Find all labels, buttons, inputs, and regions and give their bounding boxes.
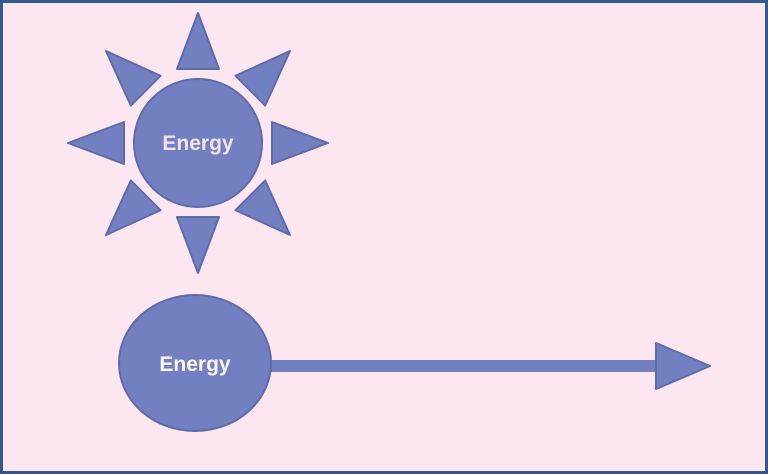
sun-rays	[67, 12, 329, 274]
sun-ray-icon	[105, 179, 162, 236]
sun-ray-icon	[271, 121, 329, 165]
arrow-head-icon	[655, 342, 711, 390]
sun-ray-icon	[234, 179, 291, 236]
sun-ray-icon	[105, 50, 162, 107]
energy-source-label: Energy	[159, 353, 231, 376]
energy-source-ellipse	[118, 294, 272, 432]
sun-label: Energy	[162, 132, 234, 155]
energy-flow-shape: Energy	[118, 294, 711, 432]
sun-shape: Energy	[67, 12, 329, 274]
sun-circle	[133, 78, 263, 208]
sun-ray-icon	[176, 216, 220, 274]
sun-ray-icon	[176, 12, 220, 70]
sun-ray-icon	[234, 50, 291, 107]
sun-ray-icon	[67, 121, 125, 165]
